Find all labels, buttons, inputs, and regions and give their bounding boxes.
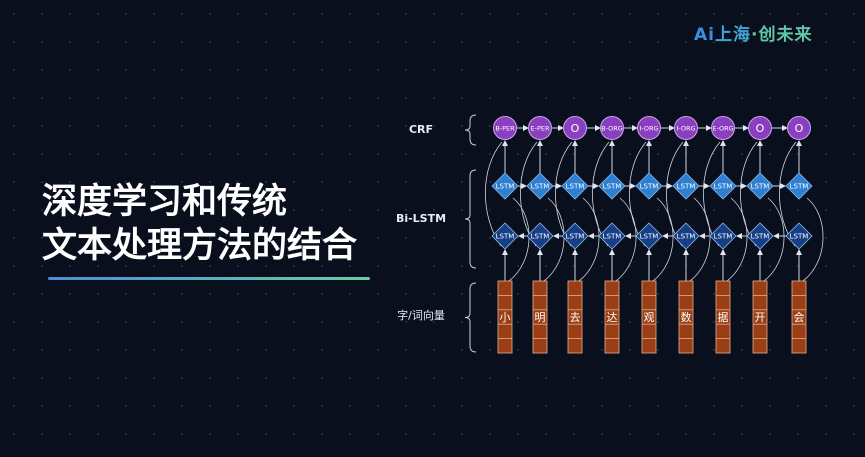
- skip-connection-curve: [763, 197, 785, 282]
- lstm-forward-node: [635, 172, 663, 200]
- lstm-backward-node: [635, 222, 663, 250]
- lstm-forward-node: [746, 172, 774, 200]
- crf-node: [674, 116, 698, 140]
- input-character: 小: [500, 311, 511, 324]
- lstm-label: LSTM: [640, 183, 659, 191]
- embedding-vector: [715, 280, 731, 354]
- lstm-label: LSTM: [640, 233, 659, 241]
- lstm-label: LSTM: [677, 233, 696, 241]
- logo-ai: Ai: [694, 25, 715, 45]
- skip-connection-curve: [615, 197, 637, 282]
- lstm-backward-node: [672, 222, 700, 250]
- skip-connection-curve: [689, 197, 711, 282]
- crf-node: [600, 116, 624, 140]
- lstm-backward-node: [561, 222, 589, 250]
- input-character: 观: [644, 311, 655, 324]
- lstm-forward-node: [561, 172, 589, 200]
- bilstm-layer-label: Bi-LSTM: [396, 212, 446, 225]
- embedding-vector: [532, 280, 548, 354]
- lstm-label: LSTM: [566, 183, 585, 191]
- logo-slogan: 创未来: [758, 25, 813, 45]
- lstm-label: LSTM: [566, 233, 585, 241]
- lstm-label: LSTM: [751, 183, 770, 191]
- crf-node: [787, 116, 811, 140]
- lstm-label: LSTM: [531, 183, 550, 191]
- lstm-label: LSTM: [714, 233, 733, 241]
- embedding-vector: [752, 280, 768, 354]
- crf-tag-label: E-ORG: [712, 125, 733, 133]
- crf-node: [563, 116, 587, 140]
- input-character: 去: [570, 311, 581, 324]
- lstm-backward-node: [785, 222, 813, 250]
- skip-connection-curve: [508, 197, 530, 282]
- skip-connection-curve: [802, 197, 824, 282]
- lstm-forward-node: [672, 172, 700, 200]
- crf-layer-label: CRF: [409, 123, 433, 136]
- skip-connection-curve: [652, 197, 674, 282]
- skip-connection-curve: [578, 197, 600, 282]
- lstm-forward-node: [785, 172, 813, 200]
- lstm-label: LSTM: [677, 183, 696, 191]
- embedding-bracket: [464, 282, 477, 353]
- input-character: 达: [607, 311, 618, 324]
- crf-node: [748, 116, 772, 140]
- lstm-label: LSTM: [496, 183, 515, 191]
- crf-tag-label: B-PER: [495, 125, 515, 133]
- slide-title: 深度学习和传统 文本处理方法的结合: [42, 180, 357, 268]
- input-character: 数: [681, 311, 692, 324]
- lstm-backward-node: [598, 222, 626, 250]
- lstm-label: LSTM: [603, 233, 622, 241]
- embedding-vector: [604, 280, 620, 354]
- crf-tag-label: O: [571, 122, 580, 135]
- input-character: 会: [794, 311, 805, 324]
- input-character: 明: [535, 311, 546, 324]
- crf-tag-label: I-ORG: [639, 125, 658, 133]
- lstm-backward-node: [746, 222, 774, 250]
- crf-node: [637, 116, 661, 140]
- embedding-vector: [791, 280, 807, 354]
- lstm-forward-node: [709, 172, 737, 200]
- embedding-vector: [567, 280, 583, 354]
- lstm-label: LSTM: [751, 233, 770, 241]
- title-line-2: 文本处理方法的结合: [42, 226, 358, 266]
- embedding-layer-label: 字/词向量: [397, 308, 445, 322]
- lstm-forward-node: [491, 172, 519, 200]
- title-line-1: 深度学习和传统: [42, 182, 288, 222]
- lstm-label: LSTM: [531, 233, 550, 241]
- title-underline: [48, 277, 370, 280]
- crf-node: [528, 116, 552, 140]
- crf-tag-label: E-PER: [531, 125, 550, 133]
- crf-tag-label: I-ORG: [676, 125, 695, 133]
- logo-dot: ·: [750, 25, 759, 45]
- crf-bracket: [464, 114, 477, 146]
- lstm-backward-node: [526, 222, 554, 250]
- bilstm-bracket: [464, 169, 477, 269]
- crf-tag-label: O: [795, 122, 804, 135]
- lstm-backward-node: [709, 222, 737, 250]
- lstm-label: LSTM: [790, 183, 809, 191]
- lstm-forward-node: [598, 172, 626, 200]
- lstm-label: LSTM: [496, 233, 515, 241]
- logo: Ai上海·创未来: [694, 20, 812, 45]
- embedding-vector: [641, 280, 657, 354]
- lstm-label: LSTM: [790, 233, 809, 241]
- crf-tag-label: B-ORG: [601, 125, 623, 133]
- input-character: 据: [718, 310, 729, 324]
- embedding-vector: [678, 280, 694, 354]
- crf-node: [493, 116, 517, 140]
- lstm-label: LSTM: [714, 183, 733, 191]
- lstm-label: LSTM: [603, 183, 622, 191]
- input-character: 开: [755, 311, 766, 324]
- skip-connection-curve: [726, 197, 748, 282]
- lstm-forward-node: [526, 172, 554, 200]
- embedding-vector: [497, 280, 513, 354]
- lstm-backward-node: [491, 222, 519, 250]
- skip-connection-curve: [543, 197, 565, 282]
- crf-node: [711, 116, 735, 140]
- logo-city: 上海: [714, 25, 751, 45]
- crf-tag-label: O: [756, 122, 765, 135]
